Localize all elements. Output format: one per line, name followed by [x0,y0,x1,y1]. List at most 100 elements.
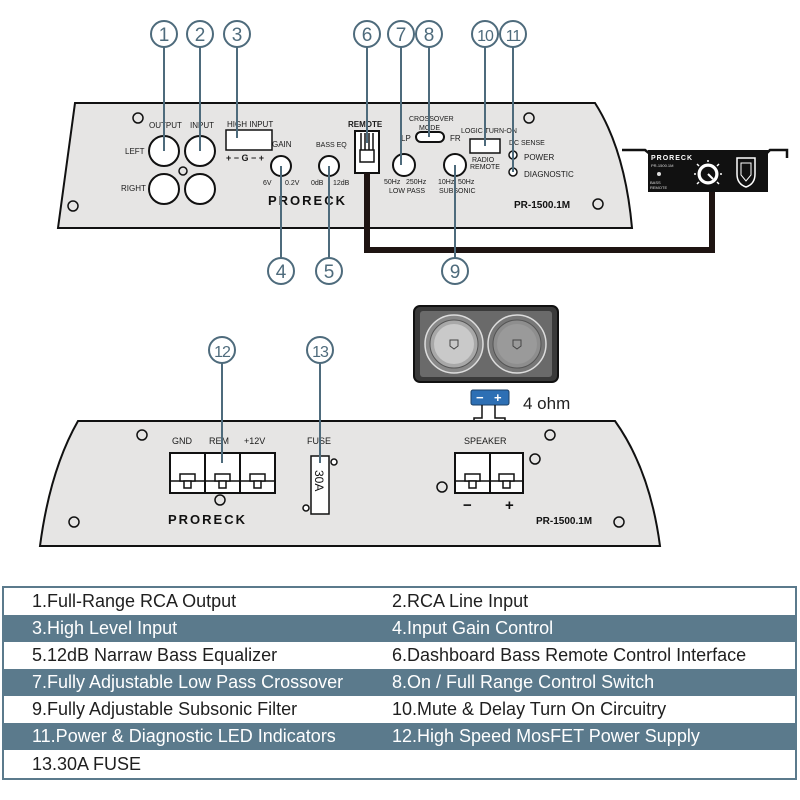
legend-item: 13.30A FUSE [32,753,142,774]
svg-text:12: 12 [214,344,231,361]
remote-brand: PRORECK [651,155,693,162]
rca-output-right-jack[interactable] [148,173,180,205]
subsonic-label: SUBSONIC [439,188,476,195]
callout-badges: 1 2 3 6 7 8 10 11 4 5 9 12 13 [150,20,527,364]
legend-item: 6.Dashboard Bass Remote Control Interfac… [392,645,747,665]
input-label: INPUT [190,121,214,130]
low-pass-label: LOW PASS [389,188,425,195]
speaker-terminal-minus: − [476,390,484,405]
speaker-impedance: 4 ohm [523,394,570,413]
left-label: LEFT [125,147,145,156]
gain-max-label: 0.2V [285,180,300,187]
svg-text:4: 4 [276,262,287,283]
callout-10: 10 [471,20,499,48]
remote-model: PR-1500.1M [651,163,673,168]
screw-hole [178,166,188,176]
legend-item: 5.12dB Narraw Bass Equalizer [32,645,278,665]
screw-hole [68,516,80,528]
bass-eq-min-label: 0dB [311,180,324,187]
power-terminal-block [169,452,276,494]
bottom-panel-body [38,420,662,547]
callout-7: 7 [387,20,415,48]
svg-text:1: 1 [159,25,170,46]
gnd-terminal[interactable] [169,452,206,494]
fr-label: FR [450,134,461,143]
fuse-screw [302,504,310,512]
rem-label: REM [209,436,229,446]
legend-item: 1.Full-Range RCA Output [32,591,237,611]
legend-item: 2.RCA Line Input [392,591,529,611]
legend-item: 10.Mute & Delay Turn On Circuitry [392,699,667,719]
high-input-label: HIGH INPUT [227,120,273,129]
screw-hole [544,429,556,441]
high-input-polarity: + − G − + [226,153,264,163]
gnd-label: GND [172,436,193,446]
shield-logo-icon [736,157,756,188]
rca-input-right-jack[interactable] [184,173,216,205]
callout-3: 3 [223,20,251,48]
screw-hole [67,200,79,212]
remote-label-1: BASS [650,180,661,185]
speaker-terminal-block [454,452,524,494]
remote-cable [364,173,715,253]
callout-9: 9 [441,257,469,285]
amplifier-connection-diagram: OUTPUT INPUT LEFT RIGHT HIGH INPUT + − G… [38,20,789,547]
low-pass-min-label: 50Hz [384,179,401,186]
svg-text:8: 8 [424,25,435,46]
legend-item: 4.Input Gain Control [392,618,554,638]
svg-text:9: 9 [450,262,461,283]
legend-item: 7.Fully Adjustable Low Pass Crossover [32,672,344,692]
legend-row: 3.High Level Input 4.Input Gain Control [4,615,795,642]
legend-row: 5.12dB Narraw Bass Equalizer 6.Dashboard… [4,642,795,669]
screw-hole [136,429,148,441]
callout-4: 4 [267,257,295,285]
gain-min-label: 6V [263,180,272,187]
remote-led [657,172,661,176]
legend-row: 13.30A FUSE [4,750,795,778]
remote-label-2: REMOTE [650,185,667,190]
svg-text:3: 3 [232,25,243,46]
fuse-value: 30A [312,470,326,491]
power-led-label: POWER [524,153,554,162]
output-label: OUTPUT [149,121,182,130]
subwoofer-enclosure: − + 4 ohm [413,305,570,413]
top-amplifier-panel: OUTPUT INPUT LEFT RIGHT HIGH INPUT + − G… [56,102,634,229]
callout-13: 13 [306,336,334,364]
low-pass-max-label: 250Hz [406,179,427,186]
low-pass-knob[interactable] [392,153,416,177]
logic-turn-on-label: LOGIC TURN-ON [461,128,517,135]
legend-row: 11.Power & Diagnostic LED Indicators 12.… [4,723,795,750]
screw-hole [214,494,226,506]
subsonic-max-label: 50Hz [458,179,475,186]
feature-legend-table: 1.Full-Range RCA Output 2.RCA Line Input… [2,586,797,780]
legend-item: 3.High Level Input [32,618,178,638]
fuse-screw [330,458,338,466]
remote-turn-on-label: REMOTE [470,164,500,171]
remote-level-knob[interactable] [694,160,722,185]
speaker-positive-terminal[interactable] [489,452,524,494]
callout-12: 12 [208,336,236,364]
dashboard-bass-remote: PRORECK PR-1500.1M BASS REMOTE [622,148,789,192]
crossover-label-1: CROSSOVER [409,116,454,123]
callout-11: 11 [499,20,527,48]
legend-item: 12.High Speed MosFET Power Supply [392,726,700,746]
legend-row: 9.Fully Adjustable Subsonic Filter 10.Mu… [4,696,795,723]
svg-text:13: 13 [312,344,329,361]
speaker-positive-sign: + [505,497,514,514]
remote-port-plug [359,149,375,163]
svg-text:7: 7 [396,25,407,46]
svg-text:2: 2 [195,25,206,46]
legend-item: 9.Fully Adjustable Subsonic Filter [32,699,298,719]
remote-label: REMOTE [348,120,383,129]
speaker-negative-sign: − [463,497,472,514]
v12-label: +12V [244,436,265,446]
callout-6: 6 [353,20,381,48]
diagnostic-led-label: DIAGNOSTIC [524,170,574,179]
high-input-connector[interactable] [225,129,273,151]
screw-hole [613,516,625,528]
svg-text:11: 11 [506,28,522,45]
callout-2: 2 [186,20,214,48]
speaker-terminal-plus: + [494,390,502,405]
svg-text:6: 6 [362,25,373,46]
subwoofer-left [424,314,484,374]
